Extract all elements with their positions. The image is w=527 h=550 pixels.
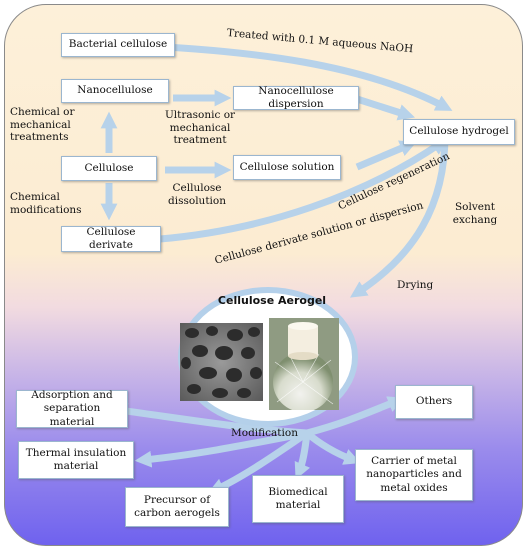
box-cellulose-solution: Cellulose solution bbox=[233, 155, 341, 180]
box-cellulose: Cellulose bbox=[61, 156, 157, 181]
box-biomedical: Biomedical material bbox=[252, 475, 344, 523]
aerogel-dandelion-photo bbox=[269, 318, 339, 410]
label-chem-mod: Chemical modifications bbox=[10, 191, 82, 216]
box-others: Others bbox=[395, 385, 473, 419]
aerogel-title: Cellulose Aerogel bbox=[217, 294, 327, 307]
box-precursor: Precursor of carbon aerogels bbox=[125, 487, 229, 527]
arrow-solution-to-hydrogel bbox=[355, 140, 417, 171]
label-modification: Modification bbox=[231, 427, 298, 439]
arrow-mod-to-precursor bbox=[207, 430, 309, 495]
box-bacterial-cellulose: Bacterial cellulose bbox=[61, 33, 175, 57]
arrow-dispersion-to-hydrogel bbox=[355, 95, 416, 121]
label-ultrasonic: Ultrasonic or mechanical treatment bbox=[164, 109, 236, 147]
label-dissolution: Cellulose dissolution bbox=[168, 182, 226, 207]
label-solvent: Solvent exchang bbox=[452, 201, 498, 226]
box-carrier: Carrier of metal nanoparticles and metal… bbox=[355, 449, 473, 501]
arrow-mod-to-others bbox=[306, 396, 405, 437]
arrow-mod-to-thermal bbox=[134, 429, 308, 468]
arrow-mod-to-carrier bbox=[304, 430, 361, 465]
label-chem-mech: Chemical or mechanical treatments bbox=[10, 106, 75, 144]
box-nanocellulose-dispersion: Nanocellulose dispersion bbox=[233, 85, 359, 110]
label-drying: Drying bbox=[397, 279, 434, 291]
aerogel-sem-image bbox=[180, 323, 263, 401]
box-nanocellulose: Nanocellulose bbox=[61, 79, 169, 103]
box-cellulose-hydrogel: Cellulose hydrogel bbox=[403, 119, 515, 145]
arrow-mod-to-adsorption bbox=[110, 402, 308, 437]
arrow-hydrogel-to-aerogel bbox=[349, 134, 449, 298]
arrow-derivate-to-hydrogel bbox=[159, 138, 448, 243]
diagram-panel: Bacterial cellulose Nanocellulose Nanoce… bbox=[4, 4, 523, 546]
arrow-mod-to-biomedical bbox=[294, 432, 311, 480]
box-adsorption: Adsorption and separation material bbox=[16, 389, 128, 428]
flow-arrows bbox=[100, 41, 453, 495]
arrow-bacterial-to-hydrogel bbox=[124, 41, 453, 111]
box-cellulose-derivate: Cellulose derivate bbox=[61, 226, 161, 252]
box-thermal: Thermal insulation material bbox=[18, 441, 134, 479]
